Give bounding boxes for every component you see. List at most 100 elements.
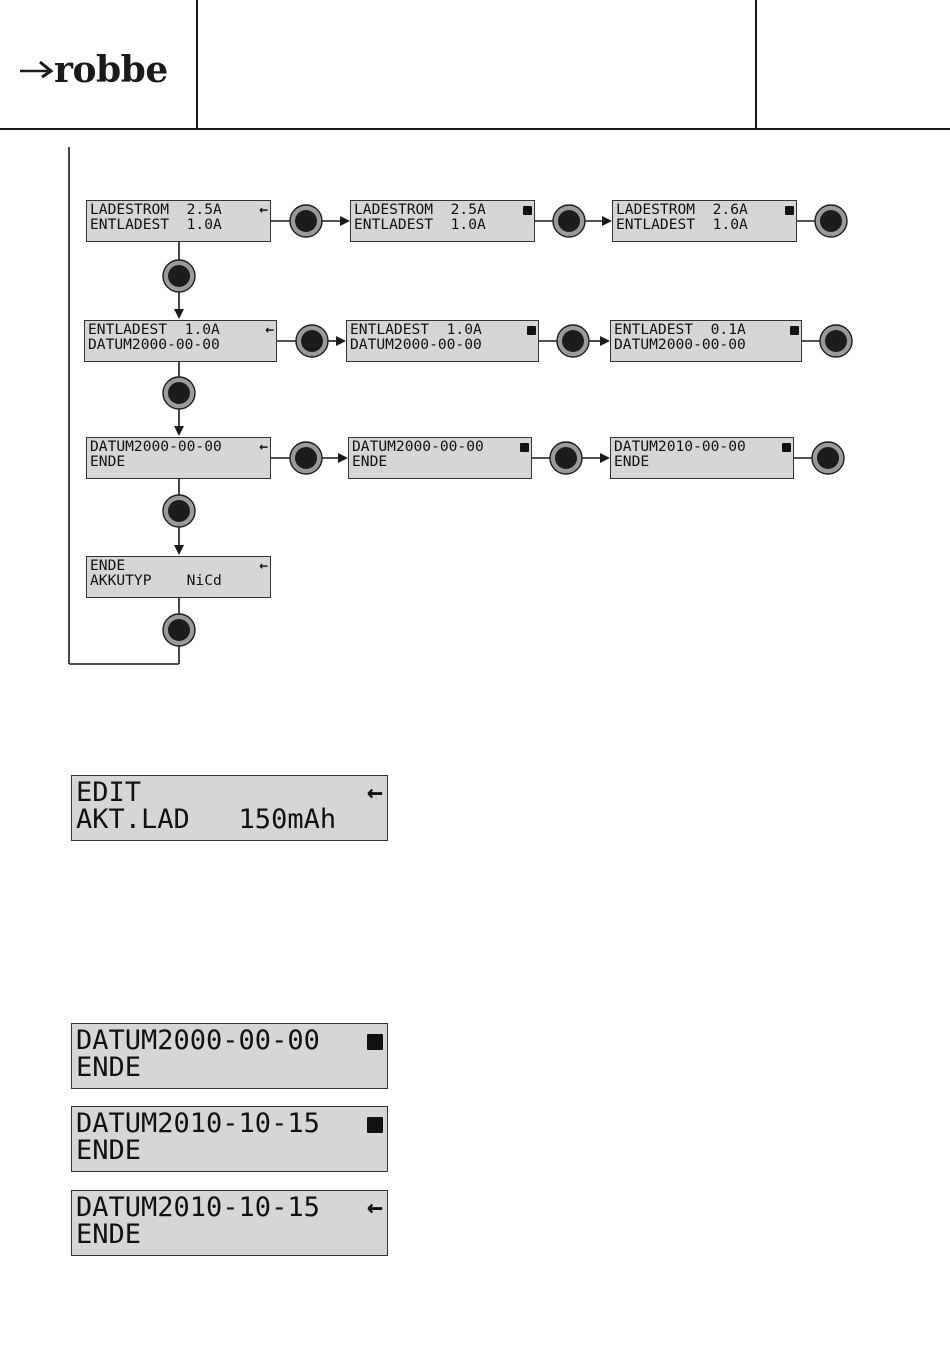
- lcd-line-2-text: ENDE: [352, 452, 388, 470]
- header-divider-left: [196, 0, 198, 129]
- lcd-line-2-text: ENDE: [76, 1135, 142, 1166]
- button-cap: [295, 447, 317, 469]
- select-button[interactable]: [811, 441, 845, 475]
- lcd-line-1-text: DATUM2000-00-00: [90, 438, 222, 455]
- lcd-line-2-text: ENTLADEST 1.0A: [90, 215, 222, 233]
- display-example-4: DATUM2010-10-15 ← ENDE: [71, 1190, 388, 1256]
- connector-arrow-head: [336, 336, 346, 346]
- select-button[interactable]: [556, 324, 590, 358]
- lcd-line-2: ENDE: [76, 1054, 383, 1081]
- arrow-icon: ←: [259, 557, 268, 574]
- header-bottom-rule: [0, 128, 950, 130]
- connector-arrow-head: [600, 336, 610, 346]
- arrow-icon: ←: [265, 321, 274, 338]
- block-cursor-shape: [790, 325, 799, 335]
- lcd-line-1: LADESTROM 2.5A←: [90, 201, 268, 218]
- next-button[interactable]: [162, 494, 196, 528]
- select-button[interactable]: [819, 324, 853, 358]
- select-button[interactable]: [289, 441, 323, 475]
- block-cursor-icon: [367, 1027, 383, 1054]
- connector-arrow-head: [602, 216, 612, 226]
- lcd-line-1: DATUM2010-10-15: [76, 1110, 383, 1137]
- lcd-line-1: ENTLADEST 0.1A: [614, 321, 799, 338]
- block-cursor-shape: [367, 1033, 383, 1050]
- connector-arrow-head: [174, 309, 184, 319]
- select-button[interactable]: [814, 204, 848, 238]
- block-cursor-icon: [782, 440, 791, 455]
- lcd-line-2: ENTLADEST 1.0A: [90, 215, 268, 233]
- lcd-line-2-text: AKKUTYP NiCd: [90, 571, 222, 589]
- block-cursor-icon: [520, 440, 529, 455]
- connector-arrow-head: [174, 545, 184, 555]
- arrow-icon: ←: [366, 1192, 383, 1223]
- lcd-line-2: ENTLADEST 1.0A: [616, 215, 794, 233]
- lcd-line-2-text: ENDE: [614, 452, 650, 470]
- lcd-line-2: AKKUTYP NiCd: [90, 571, 268, 589]
- button-cap: [168, 500, 190, 522]
- lcd-line-1-text: LADESTROM 2.6A: [616, 201, 748, 218]
- block-cursor-icon: [785, 203, 794, 218]
- button-cap: [168, 382, 190, 404]
- lcd-line-2: ENTLADEST 1.0A: [354, 217, 532, 233]
- lcd-line-1-text: DATUM2010-00-00: [614, 438, 746, 455]
- block-cursor-icon: [523, 203, 532, 218]
- button-cap: [562, 330, 584, 352]
- arrow-icon: ←: [366, 777, 383, 808]
- lcd-line-2: ENDE: [352, 452, 529, 470]
- lcd-line-2-text: ENTLADEST 1.0A: [616, 215, 748, 233]
- block-cursor-shape: [527, 325, 536, 335]
- next-button[interactable]: [162, 259, 196, 293]
- connector-arrow-head: [338, 453, 348, 463]
- button-cap: [295, 210, 317, 232]
- lcd-line-1-text: ENDE: [90, 557, 126, 574]
- lcd-line-2: ENDE: [76, 1221, 383, 1248]
- button-cap: [168, 619, 190, 641]
- block-cursor-shape: [782, 442, 791, 452]
- block-cursor-icon: [367, 1110, 383, 1137]
- lcd-line-2: ENDE: [76, 1137, 383, 1164]
- select-button[interactable]: [295, 324, 329, 358]
- lcd-line-2: AKT.LAD 150mAh: [76, 806, 383, 833]
- block-cursor-shape: [785, 205, 794, 215]
- lcd-line-2: DATUM2000-00-00: [614, 337, 799, 353]
- next-button[interactable]: [162, 376, 196, 410]
- lcd-line-1-text: ENTLADEST 1.0A: [88, 321, 220, 338]
- button-cap: [817, 447, 839, 469]
- select-button[interactable]: [289, 204, 323, 238]
- lcd-line-1: DATUM2000-00-00 ←: [90, 438, 268, 455]
- flow-screen-r3-c1: DATUM2000-00-00←ENDE: [86, 437, 271, 479]
- lcd-line-1-text: ENTLADEST 0.1A: [614, 321, 746, 338]
- button-cap: [558, 210, 580, 232]
- button-cap: [168, 265, 190, 287]
- flow-screen-r2-c1: ENTLADEST 1.0A←DATUM2000-00-00: [84, 320, 277, 362]
- lcd-line-1-text: EDIT: [76, 777, 142, 808]
- brand-mark-icon: [20, 60, 54, 79]
- lcd-line-1-text: DATUM2000-00-00: [76, 1025, 320, 1056]
- lcd-line-1-text: LADESTROM 2.5A: [90, 201, 222, 218]
- select-button[interactable]: [552, 204, 586, 238]
- lcd-line-2-text: ENDE: [76, 1219, 142, 1250]
- next-button[interactable]: [162, 613, 196, 647]
- lcd-line-1-text: DATUM2010-10-15: [76, 1192, 320, 1223]
- block-cursor-shape: [523, 205, 532, 215]
- arrow-icon: ←: [259, 438, 268, 455]
- flow-screen-r1-c1: LADESTROM 2.5A←ENTLADEST 1.0A: [86, 200, 271, 242]
- lcd-line-1: DATUM2000-00-00: [76, 1027, 383, 1054]
- select-button[interactable]: [549, 441, 583, 475]
- button-cap: [820, 210, 842, 232]
- connector-arrow-head: [600, 453, 610, 463]
- block-cursor-icon: [527, 323, 536, 338]
- connector-arrow-head: [174, 426, 184, 436]
- block-cursor-icon: [790, 323, 799, 338]
- lcd-line-2: ENDE: [614, 452, 791, 470]
- lcd-line-2: DATUM2000-00-00: [350, 337, 536, 353]
